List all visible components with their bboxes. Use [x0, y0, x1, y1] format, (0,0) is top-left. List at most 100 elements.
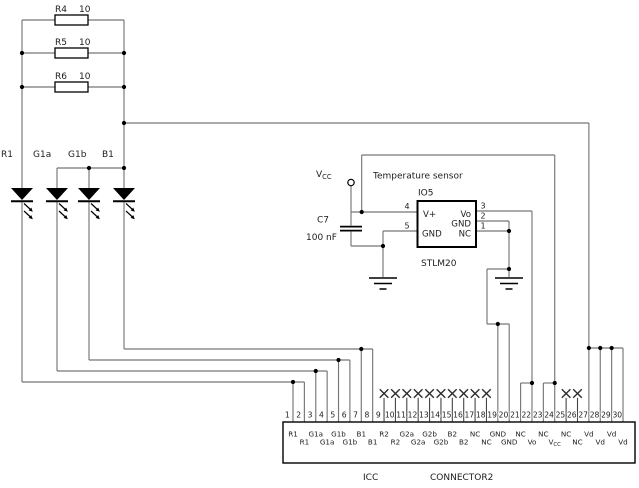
resistor-ref: R4: [55, 5, 67, 15]
no-connect-x: [379, 388, 389, 399]
pin-label: G1b: [343, 438, 358, 447]
no-connect-x: [447, 388, 458, 399]
junction-dot: [552, 380, 557, 386]
led-label: R1: [1, 150, 13, 160]
pin-label: NC: [538, 430, 548, 439]
pin-label: G1b: [331, 430, 346, 439]
led-symbol: [46, 188, 68, 220]
pin-number: 10: [385, 411, 395, 420]
led-labels: R1 G1a G1b B1: [1, 150, 114, 160]
cap-value: 100 nF: [306, 233, 337, 243]
pin-label: B1: [368, 438, 378, 447]
junction-dot: [336, 357, 341, 363]
led-triangle: [46, 188, 68, 200]
led-emission-arrow: [90, 203, 98, 210]
pin-label: GND: [490, 430, 507, 439]
sensor-pin-name: V+: [423, 210, 436, 220]
pin-number: 28: [590, 411, 600, 420]
led-emission-arrow: [23, 203, 31, 210]
pin-number: 7: [353, 411, 358, 420]
pin-number: 29: [601, 411, 611, 420]
pin-label: R1: [300, 438, 310, 447]
led-label: G1a: [33, 150, 51, 160]
ground-symbol: [369, 277, 397, 290]
resistor-value: 10: [79, 5, 91, 15]
vcc-terminal: VCC: [316, 170, 355, 187]
led-emission-arrow: [58, 210, 66, 218]
pin-label: B2: [459, 438, 469, 447]
no-connect-x: [481, 388, 492, 399]
pin-label: G2b: [434, 438, 449, 447]
pin-number: 8: [365, 411, 370, 420]
pin-number: 5: [330, 411, 335, 420]
no-connect-x: [390, 388, 401, 399]
junction-dot: [19, 84, 25, 90]
led-emission-arrow: [23, 210, 31, 218]
pin-label: B2: [448, 430, 458, 439]
connector: ICC CONNECTOR2 1R12R13G1a4G1a5G1b6G1b7B1…: [282, 388, 636, 483]
pin-label: GND: [501, 438, 518, 447]
resistor-r5: [54, 47, 89, 59]
sensor-pin-number: 5: [404, 222, 409, 231]
junction-dot: [506, 266, 512, 272]
no-connect-x: [413, 388, 423, 399]
led-triangle: [11, 188, 33, 200]
pin-number: 17: [465, 411, 475, 420]
pin-label: Vo: [528, 438, 537, 447]
pin-number: 19: [487, 411, 497, 420]
pin-number: 18: [476, 411, 486, 420]
junction-dot: [86, 165, 92, 171]
temperature-sensor: Temperature sensor IO5 4 5 3 2 1 V+ Vo G…: [372, 172, 486, 270]
junction-dot: [529, 380, 535, 386]
pin-label: G2b: [422, 430, 437, 439]
junction-dot: [290, 379, 296, 385]
pin-number: 30: [612, 411, 622, 420]
pin-number: 15: [442, 411, 452, 420]
pin-label: R2: [379, 430, 389, 439]
pin-label: Vd: [618, 438, 627, 447]
no-connect-x: [402, 388, 412, 399]
pin-number: 20: [499, 411, 509, 420]
resistor-bank: R4 10 R5 10 R6 10: [54, 5, 91, 93]
led-emission-arrowhead: [63, 207, 68, 212]
pin-label: G2a: [400, 430, 415, 439]
pin-label: Vd: [584, 430, 593, 439]
pin-number: 23: [533, 411, 543, 420]
pin-number: 27: [578, 411, 588, 420]
junction-dot: [359, 346, 364, 352]
pin-number: 4: [319, 411, 324, 420]
junction-dot: [121, 120, 127, 126]
sensor-pin-number: 4: [404, 202, 409, 211]
sensor-pin-name: GND: [422, 230, 442, 240]
sensor-designator: IO5: [418, 189, 433, 199]
pin-label: G1a: [308, 430, 323, 439]
led-emission-arrowhead: [95, 207, 100, 212]
sensor-pin-number: 3: [480, 202, 485, 211]
pin-label: NC: [515, 430, 525, 439]
sensor-body: [416, 200, 477, 248]
led-emission-arrowhead: [95, 215, 100, 220]
connector-body: [282, 421, 636, 464]
junction-dot: [495, 321, 500, 327]
led-emission-arrowhead: [130, 207, 135, 212]
connector-name: CONNECTOR2: [430, 473, 493, 483]
junction-dot: [380, 243, 386, 249]
pin-number: 3: [308, 411, 313, 420]
led-emission-arrow: [90, 210, 98, 218]
pin-number: 1: [285, 411, 290, 420]
no-connect-x: [458, 388, 469, 399]
resistor-r4: [54, 14, 89, 26]
pin-number: 26: [567, 411, 577, 420]
no-connect-x: [561, 388, 571, 399]
junction-dot: [313, 368, 318, 374]
pin-label: B1: [357, 430, 367, 439]
pin-number: 24: [544, 411, 554, 420]
sensor-pin-name: GND: [451, 220, 471, 230]
resistor-r6: [54, 81, 89, 93]
pin-label: G2a: [411, 438, 426, 447]
pin-label: NC: [572, 438, 582, 447]
resistor-ref: R5: [55, 38, 67, 48]
led-emission-arrow: [125, 203, 133, 210]
led-emission-arrowhead: [63, 215, 68, 220]
pin-number: 21: [510, 411, 520, 420]
